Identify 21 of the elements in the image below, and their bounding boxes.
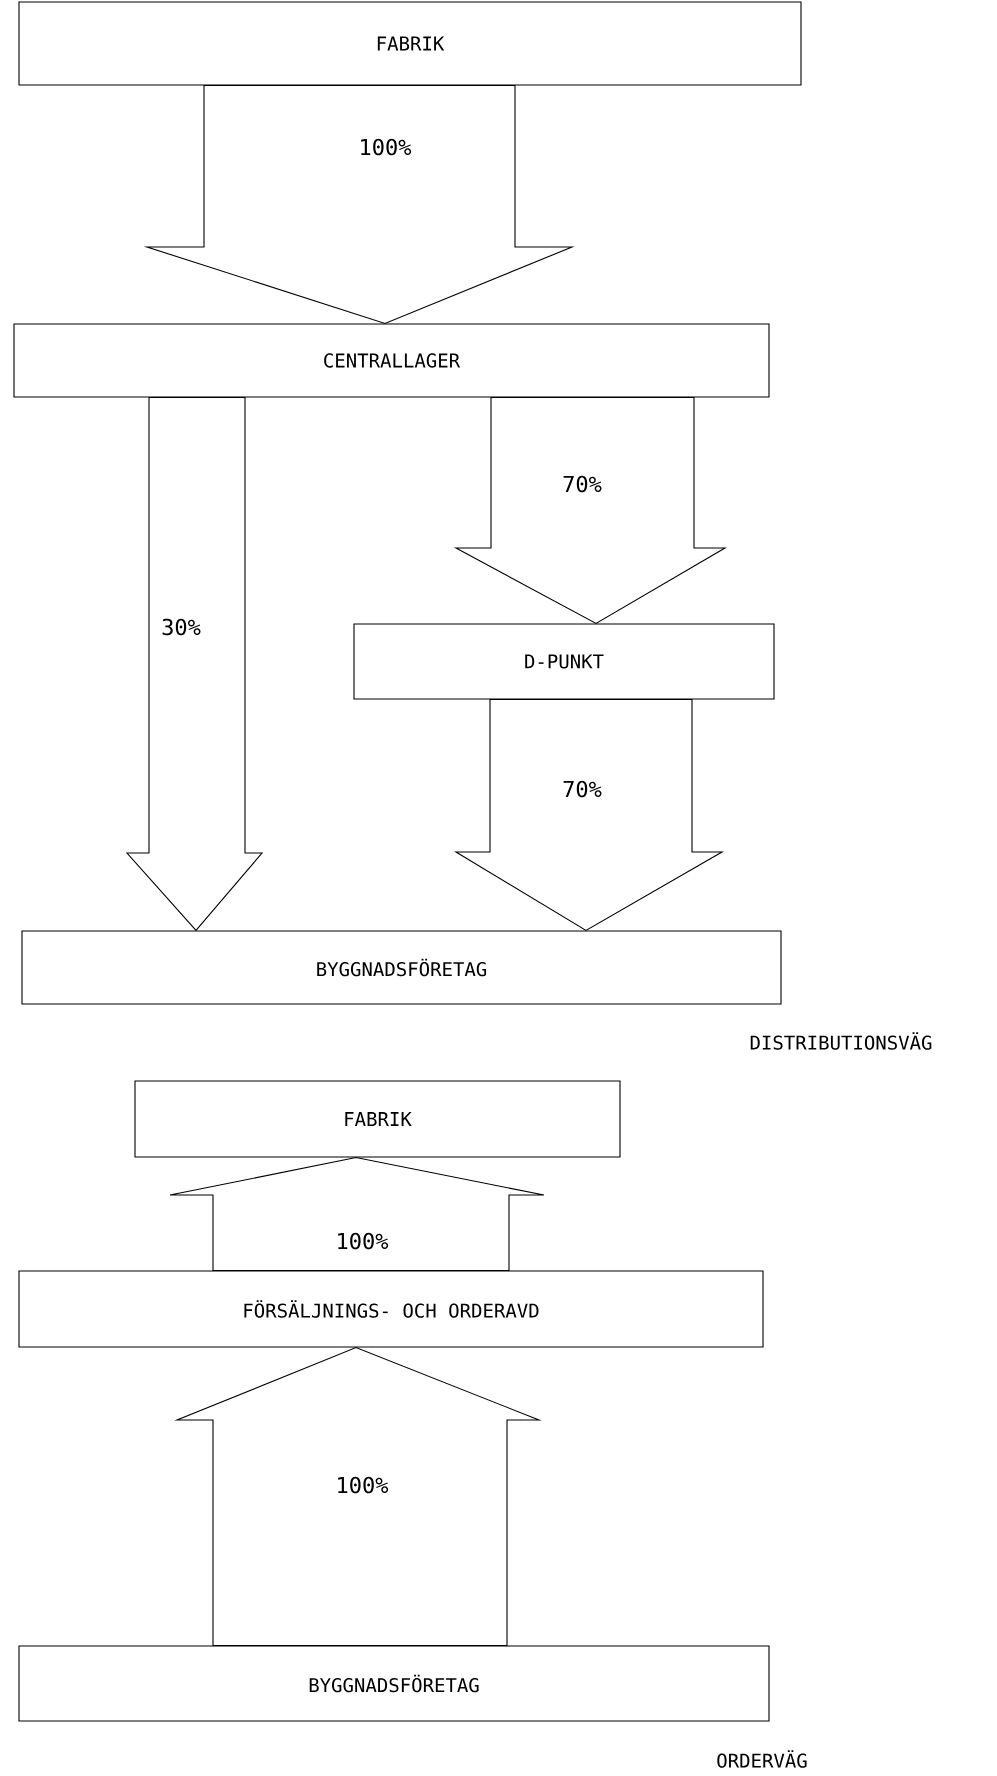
process-box: FÖRSÄLJNINGS- OCH ORDERAVD <box>18 1270 764 1348</box>
block-arrow <box>169 1157 545 1271</box>
block-arrow <box>453 397 728 625</box>
process-box: D-PUNKT <box>353 623 775 700</box>
edge-label: 70% <box>563 780 602 798</box>
edge-label: 70% <box>563 475 602 493</box>
block-arrow <box>454 699 725 932</box>
block-arrow <box>174 1346 542 1646</box>
block-arrow <box>125 397 264 932</box>
process-box: CENTRALLAGER <box>13 323 770 398</box>
process-box: FABRIK <box>18 1 802 86</box>
edge-label: 100% <box>338 1476 389 1494</box>
edge-label: 30% <box>162 618 201 636</box>
process-box: FABRIK <box>134 1080 621 1158</box>
section-caption: DISTRIBUTIONSVÄG <box>750 1032 932 1050</box>
edge-label: 100% <box>361 138 412 156</box>
block-arrow <box>143 85 575 325</box>
edge-label: 100% <box>338 1232 389 1250</box>
process-box: BYGGNADSFÖRETAG <box>21 930 782 1005</box>
process-box: BYGGNADSFÖRETAG <box>18 1645 770 1722</box>
section-caption: ORDERVÄG <box>717 1750 807 1768</box>
